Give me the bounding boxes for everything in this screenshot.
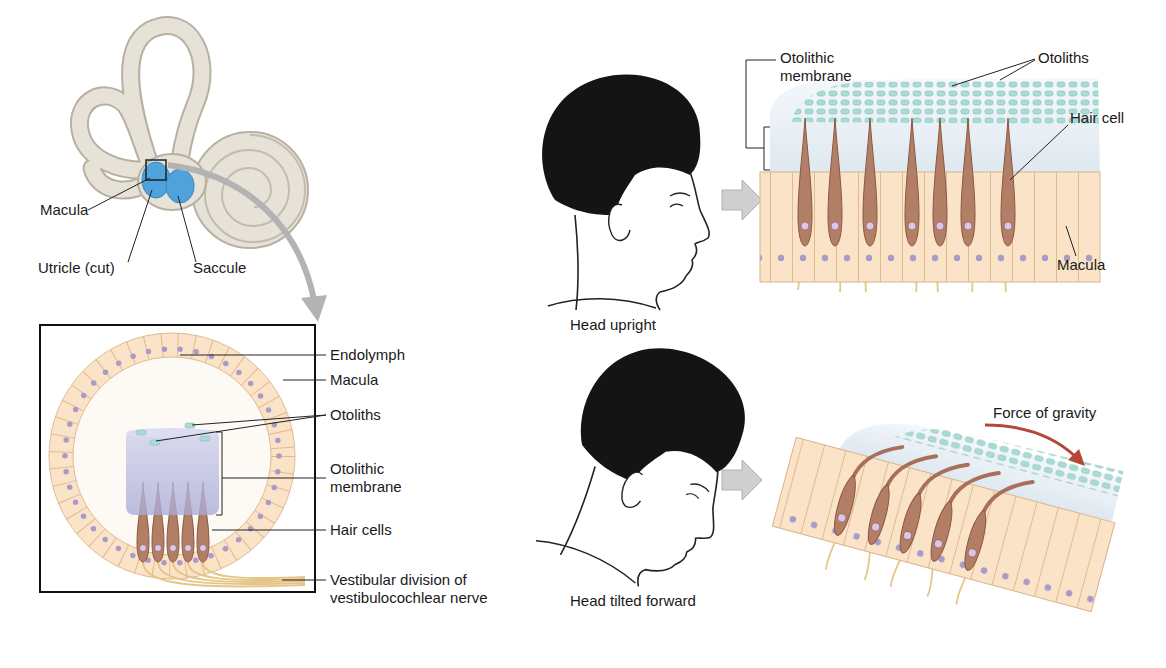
- leader-line: [88, 178, 150, 210]
- view-caption: Head tilted forward: [570, 592, 696, 610]
- macula-tilted: [772, 437, 1115, 611]
- part-label: Otolithic membrane: [780, 49, 875, 85]
- part-label: Macula: [330, 371, 378, 389]
- inset-view: [61, 345, 283, 567]
- leader-line: [282, 580, 326, 581]
- inset-view: [49, 333, 295, 579]
- part-label: Utricle (cut): [38, 259, 115, 277]
- inner-ear: [79, 96, 150, 170]
- part-label: Hair cells: [330, 521, 392, 539]
- view-caption: Head upright: [570, 316, 656, 334]
- inset-view: [158, 562, 305, 584]
- block-arrow: [722, 460, 762, 500]
- macula-upright: [760, 78, 1100, 292]
- macula-upright: [905, 118, 919, 246]
- part-label: Saccule: [193, 259, 246, 277]
- head-tilted: [529, 324, 772, 605]
- macula-upright: [1001, 118, 1015, 246]
- leader-line: [746, 59, 1076, 256]
- leader-line: [283, 380, 326, 381]
- leader-line: [192, 415, 326, 425]
- macula-tilted: [927, 461, 999, 572]
- leader-line: [216, 432, 222, 515]
- part-label: Macula: [40, 201, 88, 219]
- leader-line: [764, 127, 770, 170]
- inset-view: [173, 562, 305, 582]
- inset-view: [203, 562, 305, 578]
- gravity-arrow: [985, 425, 1085, 466]
- zoom-arrow: [168, 165, 314, 300]
- inset-view: [143, 562, 305, 586]
- macula-upright: [770, 78, 1100, 172]
- macula-upright: [798, 118, 812, 246]
- part-label: Hair cell: [1070, 109, 1124, 127]
- leader-line: [212, 530, 326, 531]
- part-label: Otoliths: [1038, 49, 1089, 67]
- block-arrow: [722, 180, 762, 220]
- inner-ear: [146, 160, 166, 180]
- part-label: Endolymph: [330, 346, 405, 364]
- force-label: Force of gravity: [993, 404, 1096, 422]
- leader-line: [180, 355, 326, 356]
- inset-view: [143, 562, 305, 586]
- macula-upright: [863, 118, 877, 246]
- inset-view: [200, 436, 210, 441]
- inner-ear: [205, 135, 305, 242]
- leader-line: [1010, 125, 1068, 180]
- block-arrow: [722, 180, 762, 500]
- part-label: Otoliths: [330, 406, 381, 424]
- macula-upright: [828, 118, 842, 246]
- inset-view: [126, 430, 219, 515]
- inset-view: [61, 345, 283, 567]
- inset-view: [65, 349, 279, 563]
- leader-line: [156, 355, 326, 580]
- macula-tilted: [961, 470, 1033, 581]
- leader-line: [178, 196, 196, 262]
- leader-line: [156, 415, 326, 441]
- leader-line: [1066, 226, 1076, 256]
- inset-view: [40, 325, 315, 592]
- gravity-arrow: [1068, 449, 1085, 466]
- leader-line: [222, 478, 326, 479]
- inset-view: [40, 325, 315, 592]
- inner-ear: [166, 169, 194, 203]
- zoom-arrow: [168, 165, 327, 322]
- part-label: Otolithic membrane: [330, 460, 425, 496]
- leader-line: [952, 59, 1035, 86]
- macula-upright: [790, 80, 1099, 124]
- inner-ear: [192, 132, 308, 248]
- part-label: Vestibular division of vestibulocochlear…: [330, 571, 515, 607]
- zoom-arrow: [301, 295, 327, 322]
- head-upright: [542, 75, 709, 310]
- leader-line: [1000, 60, 1035, 80]
- macula-tilted: [765, 387, 1128, 639]
- inset-view: [188, 562, 305, 580]
- inset-view: [136, 430, 146, 435]
- macula-upright: [961, 118, 975, 246]
- inset-view: [185, 423, 195, 428]
- gravity-arrow: [985, 425, 1076, 457]
- leader-line: [746, 60, 776, 148]
- macula-upright: [933, 118, 947, 246]
- leader-line: [88, 178, 196, 262]
- macula-tilted: [830, 435, 902, 546]
- leader-line: [128, 190, 152, 262]
- part-label: Macula: [1057, 256, 1105, 274]
